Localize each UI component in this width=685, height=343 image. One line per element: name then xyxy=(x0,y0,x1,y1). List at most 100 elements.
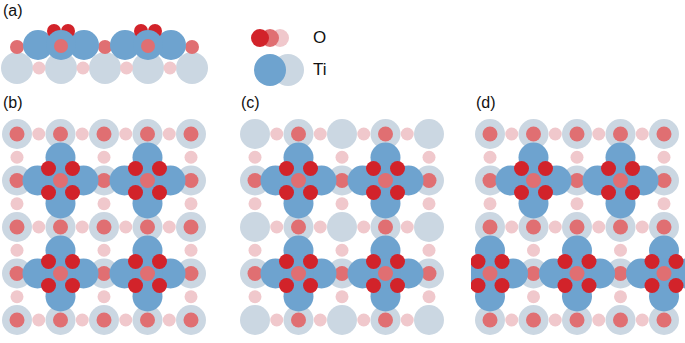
top-o xyxy=(140,173,155,188)
bridging-o xyxy=(423,290,436,303)
adatom-ti xyxy=(133,30,163,60)
substrate-ti xyxy=(519,305,549,335)
adatom-o xyxy=(303,278,318,293)
bridging-o xyxy=(592,221,605,234)
bridging-o xyxy=(77,62,90,75)
top-o xyxy=(97,313,112,328)
panel-label: (b) xyxy=(3,95,23,111)
bridging-o xyxy=(119,314,132,327)
bridging-o xyxy=(423,244,436,257)
surface-panel xyxy=(240,119,444,335)
top-o xyxy=(483,220,498,235)
bridging-o xyxy=(76,128,89,141)
bridging-o xyxy=(119,221,132,234)
top-o xyxy=(657,266,672,281)
top-o xyxy=(526,173,541,188)
bridging-o xyxy=(270,128,283,141)
bridging-o xyxy=(270,314,283,327)
bridging-o xyxy=(401,128,414,141)
top-o xyxy=(184,266,199,281)
top-o xyxy=(657,127,672,142)
top-o xyxy=(378,173,393,188)
top-o xyxy=(378,266,393,281)
top-o xyxy=(483,313,498,328)
bridging-o xyxy=(423,151,436,164)
top-o xyxy=(526,173,541,188)
top-o xyxy=(248,173,263,188)
adatom-o xyxy=(152,278,167,293)
top-o xyxy=(526,266,541,281)
adatom-o xyxy=(601,185,616,200)
adatom-o xyxy=(41,278,56,293)
top-o xyxy=(140,266,155,281)
substrate-ti xyxy=(89,305,119,335)
top-o xyxy=(53,266,68,281)
bridging-o xyxy=(505,314,518,327)
top-o xyxy=(184,220,199,235)
top-o xyxy=(570,220,585,235)
bridging-o xyxy=(270,221,283,234)
bridging-o xyxy=(336,244,349,257)
top-o xyxy=(378,127,393,142)
substrate-ti xyxy=(327,119,357,149)
adatom-o xyxy=(390,161,405,176)
adatom-o xyxy=(128,278,143,293)
bridging-o xyxy=(185,197,198,210)
adatom-o xyxy=(390,254,405,269)
substrate-ti xyxy=(240,305,270,335)
top-o xyxy=(483,173,498,188)
bridging-o xyxy=(357,221,370,234)
adatom-o xyxy=(538,185,553,200)
top-o xyxy=(526,220,541,235)
adatom-o xyxy=(366,161,381,176)
bridging-o xyxy=(336,290,349,303)
top-o xyxy=(657,266,672,281)
top-o xyxy=(526,313,541,328)
bridging-o xyxy=(185,151,198,164)
adatom-o xyxy=(366,185,381,200)
top-o xyxy=(184,127,199,142)
bridging-o xyxy=(120,62,133,75)
top-o xyxy=(291,173,306,188)
bridging-o xyxy=(423,197,436,210)
top-o xyxy=(53,220,68,235)
bridging-o xyxy=(11,290,24,303)
adatom-o xyxy=(625,185,640,200)
adatom-o xyxy=(65,185,80,200)
bridging-o xyxy=(98,151,111,164)
top-o xyxy=(570,266,585,281)
bridging-o xyxy=(505,221,518,234)
substrate-ti xyxy=(606,305,636,335)
top-o xyxy=(483,266,498,281)
top-o xyxy=(10,266,25,281)
top-o xyxy=(10,173,25,188)
bridging-o xyxy=(357,314,370,327)
top-o xyxy=(184,313,199,328)
top-o xyxy=(10,220,25,235)
top-o xyxy=(291,313,306,328)
adatom-o xyxy=(41,161,56,176)
bridging-o xyxy=(636,128,649,141)
top-o xyxy=(10,127,25,142)
top-o xyxy=(140,266,155,281)
adatom-o xyxy=(152,254,167,269)
bridging-o xyxy=(549,128,562,141)
substrate-ti xyxy=(2,119,32,149)
top-o xyxy=(422,173,437,188)
top-o xyxy=(291,173,306,188)
adatom-o xyxy=(279,254,294,269)
substrate-ti xyxy=(89,119,119,149)
top-o xyxy=(526,127,541,142)
bridging-o xyxy=(484,197,497,210)
bridging-o xyxy=(32,221,45,234)
top-o xyxy=(378,173,393,188)
top-o xyxy=(53,173,68,188)
top-o xyxy=(335,173,350,188)
legend-circle xyxy=(251,29,269,47)
bridging-o xyxy=(401,221,414,234)
bridging-o xyxy=(98,244,111,257)
surface-panel xyxy=(471,119,685,335)
bridging-o xyxy=(592,128,605,141)
adatom-o xyxy=(279,278,294,293)
substrate-ti xyxy=(414,305,444,335)
